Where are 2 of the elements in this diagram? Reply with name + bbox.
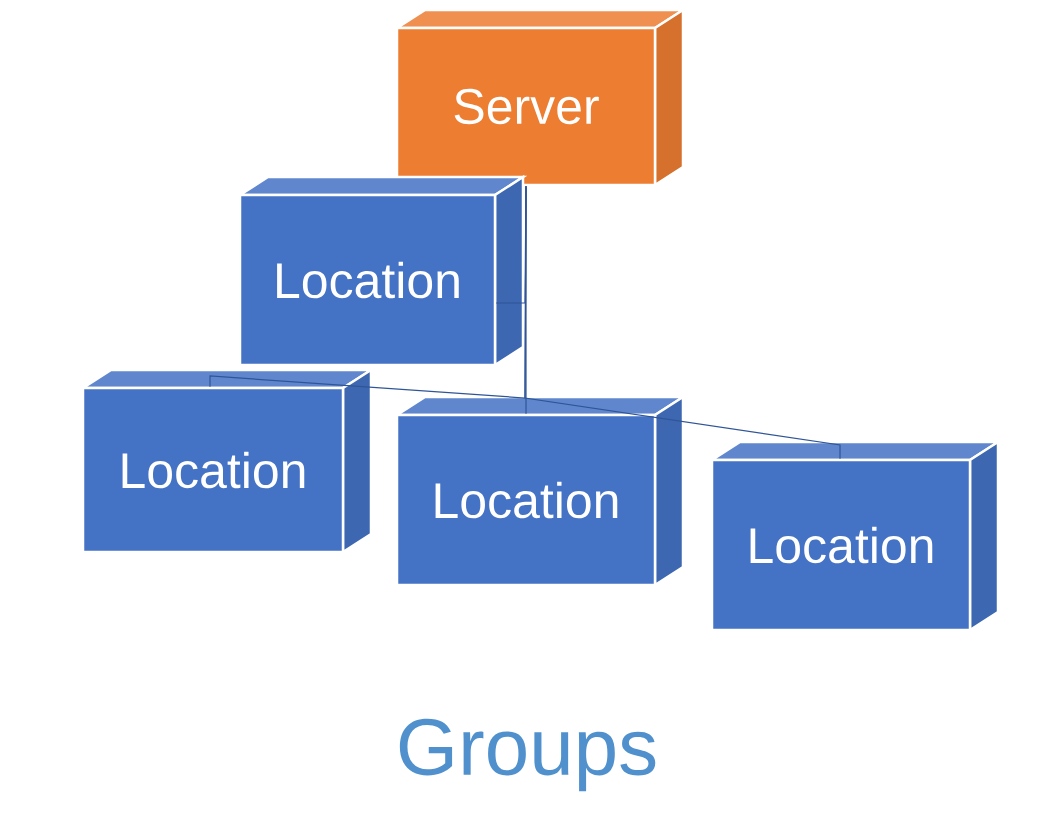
title: Groups bbox=[399, 718, 656, 792]
connector-line bbox=[524, 185, 841, 460]
